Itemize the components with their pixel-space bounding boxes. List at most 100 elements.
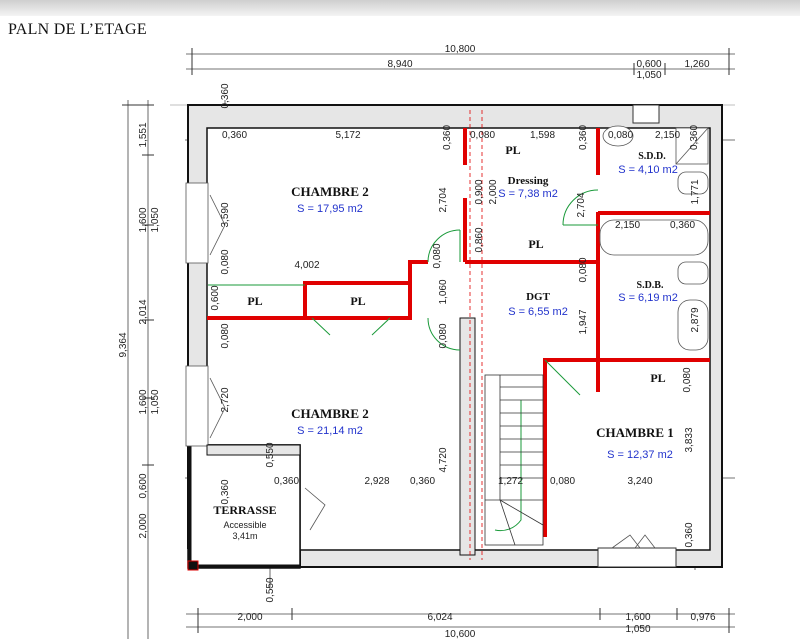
interior-walls bbox=[206, 317, 476, 556]
dim-bottom-inner: 3,240 bbox=[627, 476, 652, 487]
dim-middle: 2,000 bbox=[488, 179, 499, 204]
dim-bottom: 1,600 bbox=[625, 612, 650, 623]
window-top-bar bbox=[0, 0, 800, 16]
room-area-sdb: S = 6,19 m2 bbox=[618, 292, 678, 304]
dim-middle: 2,704 bbox=[576, 192, 587, 217]
dim-bottom: 2,000 bbox=[237, 612, 262, 623]
room-name-chambre1: CHAMBRE 1 bbox=[596, 425, 674, 440]
room-area-terrasse: 3,41m bbox=[232, 531, 257, 541]
dim-left: 1,050 bbox=[150, 389, 161, 414]
window-swings bbox=[209, 194, 656, 549]
dim-bottom-inner: 2,928 bbox=[364, 476, 389, 487]
room-name-chambre2-top: CHAMBRE 2 bbox=[291, 184, 369, 199]
closet-label: PL bbox=[247, 294, 262, 308]
dim-left-inner: 2,720 bbox=[220, 387, 231, 412]
terrasse-area bbox=[187, 444, 301, 569]
new-walls bbox=[207, 128, 710, 537]
dim-bottom-inner: 0,360 bbox=[410, 476, 435, 487]
dim-left-inner: 0,360 bbox=[220, 479, 231, 504]
closet-label: PL bbox=[528, 237, 543, 251]
dim-middle: 3,833 bbox=[684, 427, 695, 452]
dim-middle: 0,860 bbox=[474, 227, 485, 252]
dim-left: 2,000 bbox=[138, 513, 149, 538]
dim-top: 1,050 bbox=[636, 70, 661, 81]
dim-top-inner: 0,360 bbox=[442, 125, 453, 150]
dim-top: 8,940 bbox=[387, 59, 412, 70]
dim-top: 1,260 bbox=[684, 59, 709, 70]
dim-middle: 1,060 bbox=[438, 279, 449, 304]
room-area-dressing: S = 7,38 m2 bbox=[498, 188, 558, 200]
dim-top-inner: 1,598 bbox=[530, 130, 555, 141]
dim-middle: 4,002 bbox=[294, 260, 319, 271]
closet-label: PL bbox=[350, 294, 365, 308]
dim-bottom-inner: 0,360 bbox=[274, 476, 299, 487]
room-name-dressing: Dressing bbox=[508, 175, 549, 187]
plan-title: PALN DE L’ETAGE bbox=[8, 21, 147, 38]
dim-middle: 0,080 bbox=[432, 243, 443, 268]
dim-middle: 2,879 bbox=[690, 307, 701, 332]
dim-bottom: 0,976 bbox=[690, 612, 715, 623]
room-name-sdb: S.D.B. bbox=[637, 280, 664, 291]
dim-top-inner: 0,360 bbox=[689, 125, 700, 150]
dim-top-inner: 0,360 bbox=[222, 130, 247, 141]
dim-bottom-total: 10,600 bbox=[445, 629, 476, 639]
dim-top-inner: 2,150 bbox=[655, 130, 680, 141]
dim-left-inner: 0,080 bbox=[220, 323, 231, 348]
sanitary-fixtures bbox=[599, 125, 709, 351]
dim-bottom-inner: 1,272 bbox=[498, 476, 523, 487]
dimension-labels: 10,800 8,940 0,600 1,050 1,260 0,360 5,1… bbox=[118, 44, 716, 639]
dim-bottom: 6,024 bbox=[427, 612, 452, 623]
room-area-dgt: S = 6,55 m2 bbox=[508, 306, 568, 318]
dim-top-inner: 0,080 bbox=[608, 130, 633, 141]
dim-left-total: 9,364 bbox=[118, 332, 129, 357]
staircase bbox=[484, 374, 544, 546]
dim-top-total: 10,800 bbox=[445, 44, 476, 55]
dim-left-inner: 0,360 bbox=[220, 83, 231, 108]
room-name-terrasse: TERRASSE bbox=[213, 503, 276, 517]
dim-left: 1,600 bbox=[138, 389, 149, 414]
closet-label: PL bbox=[650, 371, 665, 385]
dim-top: 0,600 bbox=[636, 59, 661, 70]
dim-middle: 0,080 bbox=[578, 257, 589, 282]
dim-left: 0,600 bbox=[138, 473, 149, 498]
windows bbox=[185, 182, 209, 447]
closet-label: PL bbox=[505, 143, 520, 157]
room-name-sdd: S.D.D. bbox=[638, 151, 666, 162]
doors bbox=[208, 189, 599, 532]
dim-middle: 0,900 bbox=[474, 179, 485, 204]
dim-bottom-inner: 0,080 bbox=[550, 476, 575, 487]
dim-left-inner: 3,590 bbox=[220, 202, 231, 227]
dim-middle: 2,704 bbox=[438, 187, 449, 212]
dim-middle: 1,771 bbox=[690, 179, 701, 204]
room-name-chambre2-bottom: CHAMBRE 2 bbox=[291, 406, 369, 421]
dim-middle: 1,947 bbox=[578, 309, 589, 334]
room-note-terrasse: Accessible bbox=[223, 520, 266, 530]
dim-middle: 2,150 bbox=[615, 220, 640, 231]
room-area-chambre2-top: S = 17,95 m2 bbox=[297, 203, 363, 215]
dim-left-inner: 0,080 bbox=[220, 249, 231, 274]
room-area-sdd: S = 4,10 m2 bbox=[618, 164, 678, 176]
demolition-lines bbox=[469, 110, 483, 560]
room-area-chambre2-bottom: S = 21,14 m2 bbox=[297, 425, 363, 437]
dim-middle: 0,360 bbox=[684, 522, 695, 547]
dim-middle: 0,080 bbox=[682, 367, 693, 392]
dim-bottom: 1,050 bbox=[625, 624, 650, 635]
dim-left: 2,014 bbox=[138, 299, 149, 324]
dimension-ticks bbox=[122, 48, 730, 633]
dim-left-inner: 0,550 bbox=[265, 442, 276, 467]
room-name-dgt: DGT bbox=[526, 291, 551, 303]
dim-top-inner: 0,360 bbox=[578, 125, 589, 150]
dim-left-inner: 0,550 bbox=[265, 577, 276, 602]
dim-top-inner: 5,172 bbox=[335, 130, 360, 141]
outer-wall bbox=[187, 104, 723, 571]
dim-left: 1,600 bbox=[138, 207, 149, 232]
dim-left-inner: 0,600 bbox=[210, 285, 221, 310]
dim-middle: 0,080 bbox=[438, 323, 449, 348]
room-area-chambre1: S = 12,37 m2 bbox=[607, 449, 673, 461]
dim-top-inner: 0,080 bbox=[470, 130, 495, 141]
interior-wall bbox=[459, 317, 476, 556]
dim-left: 1,050 bbox=[150, 207, 161, 232]
dim-middle: 0,360 bbox=[670, 220, 695, 231]
dim-left: 1,551 bbox=[138, 122, 149, 147]
